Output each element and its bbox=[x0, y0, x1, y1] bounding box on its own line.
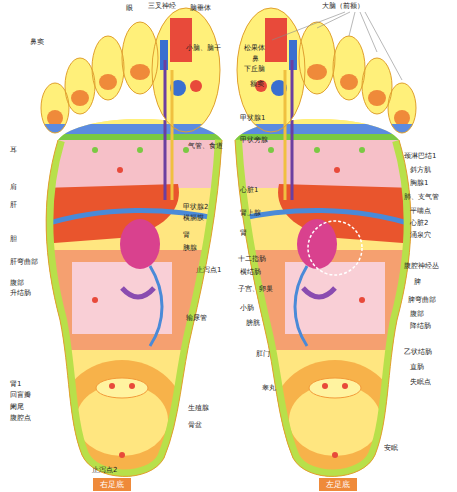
part-label: 气管、食道 bbox=[188, 142, 223, 151]
part-label: 鼻窦 bbox=[30, 38, 44, 47]
part-label: 甲状旁腺 bbox=[240, 136, 268, 145]
part-label: 骨盆 bbox=[188, 421, 202, 430]
part-label: 直肠 bbox=[410, 363, 424, 372]
part-label: 膀胱 bbox=[246, 319, 260, 328]
part-label: 心脏1 bbox=[240, 186, 258, 195]
part-label: 横膈膜 bbox=[183, 214, 204, 223]
part-label: 胆 bbox=[10, 235, 17, 244]
part-label: 斜方肌 bbox=[410, 166, 431, 175]
part-label: 肾 bbox=[183, 231, 190, 240]
part-label: 肛门 bbox=[256, 350, 270, 359]
part-label: 回盲瓣 bbox=[10, 391, 31, 400]
caption-text: 右足底 bbox=[100, 480, 124, 489]
part-label: 小脑、脑干 bbox=[186, 44, 221, 53]
part-label: 降结肠 bbox=[410, 322, 431, 331]
part-label: 肾1 bbox=[10, 380, 21, 389]
part-label: 耳 bbox=[10, 146, 17, 155]
part-label: 小肠 bbox=[240, 304, 254, 313]
part-label: 心脏2 bbox=[410, 219, 428, 228]
part-label: 肾 bbox=[240, 229, 247, 238]
part-label: 三叉神经 bbox=[148, 2, 176, 11]
part-label: 肺、支气管 bbox=[404, 193, 439, 202]
part-label: 平喘点 bbox=[410, 207, 431, 216]
part-label: 升结肠 bbox=[10, 289, 31, 298]
caption-text: 左足底 bbox=[326, 480, 350, 489]
part-label: 肾上腺 bbox=[240, 209, 261, 218]
leader-lines bbox=[272, 12, 402, 80]
part-label: 胰腺 bbox=[183, 244, 197, 253]
part-label: 阑尾 bbox=[10, 403, 24, 412]
part-label: 甲状腺2 bbox=[183, 203, 208, 212]
part-label: 涌泉穴 bbox=[410, 231, 431, 240]
part-label: 腹腔神经丛 bbox=[404, 262, 439, 271]
part-label: 肝弯曲部 bbox=[10, 258, 38, 267]
part-label: 脾 bbox=[414, 278, 421, 287]
part-label: 输尿管 bbox=[186, 314, 207, 323]
highlight-circle bbox=[308, 221, 362, 275]
part-label: 肝 bbox=[10, 201, 17, 210]
part-label: 生殖腺 bbox=[188, 404, 209, 413]
part-label: 腹部 bbox=[410, 310, 424, 319]
part-label: 横结肠 bbox=[240, 268, 261, 277]
part-label: 大脑（前额） bbox=[322, 2, 364, 11]
caption-box: 左足底 bbox=[319, 478, 357, 491]
right-foot bbox=[0, 0, 240, 492]
part-label: 腹部 bbox=[10, 279, 24, 288]
part-label: 睾丸 bbox=[262, 384, 276, 393]
part-label: 肩 bbox=[10, 183, 17, 192]
part-label: 脑垂体 bbox=[190, 4, 211, 13]
part-label: 十二指肠 bbox=[238, 255, 266, 264]
part-label: 颈淋巴结1 bbox=[404, 152, 436, 161]
part-label: 松果体 bbox=[244, 44, 265, 53]
part-label: 甲状腺1 bbox=[240, 114, 265, 123]
part-label: 眼 bbox=[126, 4, 133, 13]
part-label: 子宫、卵巢 bbox=[238, 285, 273, 294]
part-label: 鼻 bbox=[252, 55, 259, 64]
part-label: 安眠 bbox=[384, 444, 398, 453]
part-label: 失眠点 bbox=[410, 378, 431, 387]
part-label: 脾弯曲部 bbox=[408, 296, 436, 305]
part-label: 额窦 bbox=[250, 80, 264, 89]
part-label: 下丘脑 bbox=[244, 65, 265, 74]
part-label: 腹腔点 bbox=[10, 414, 31, 423]
part-label: 止泻点1 bbox=[196, 266, 221, 275]
left-foot bbox=[217, 0, 457, 492]
part-label: 胸腺1 bbox=[410, 179, 428, 188]
part-label: 乙状结肠 bbox=[404, 348, 432, 357]
part-label: 止泻点2 bbox=[92, 466, 117, 475]
caption-box: 右足底 bbox=[93, 478, 131, 491]
